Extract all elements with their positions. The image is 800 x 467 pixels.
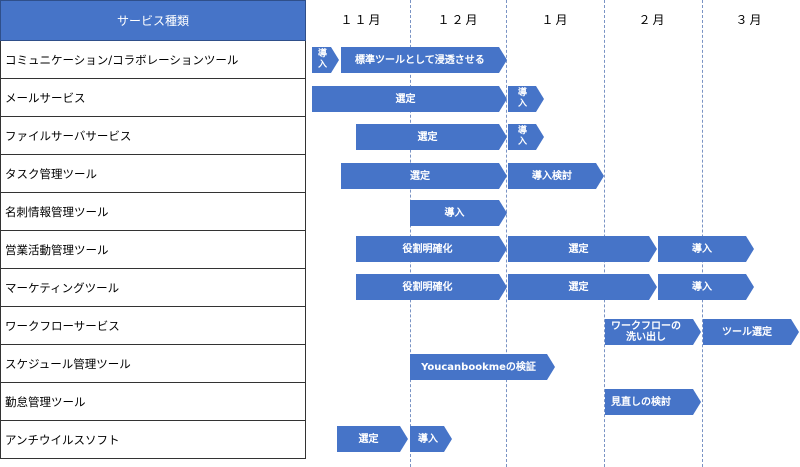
row-label: 営業活動管理ツール bbox=[0, 231, 306, 269]
task-bar: 選定 bbox=[508, 236, 657, 262]
task-bar: 導入 bbox=[410, 200, 507, 226]
task-bar: 導入 bbox=[410, 426, 452, 452]
task-bar: Youcanbookmeの検証 bbox=[410, 354, 555, 380]
task-bar: 選定 bbox=[312, 86, 507, 112]
month-jan: １月 bbox=[541, 13, 570, 27]
task-bar: 標準ツールとして浸透させる bbox=[341, 47, 507, 73]
header-title: サービス種類 bbox=[116, 14, 189, 28]
gridline bbox=[702, 0, 703, 467]
row-label: 名刺情報管理ツール bbox=[0, 193, 306, 231]
task-bar: 選定 bbox=[508, 274, 657, 300]
task-bar: 導入検討 bbox=[508, 163, 604, 189]
task-bar: 選定 bbox=[356, 124, 507, 150]
task-bar: 導 入 bbox=[508, 124, 544, 150]
task-bar: 役割明確化 bbox=[356, 274, 507, 300]
row-label: ファイルサーバサービス bbox=[0, 117, 306, 155]
header-cell: サービス種類 bbox=[0, 0, 306, 41]
row-label: タスク管理ツール bbox=[0, 155, 306, 193]
gridline bbox=[410, 0, 411, 467]
month-mar: ３月 bbox=[735, 13, 764, 27]
month-nov: １１月 bbox=[340, 13, 383, 27]
row-label: マーケティングツール bbox=[0, 269, 306, 307]
month-dec: １２月 bbox=[437, 13, 480, 27]
row-label: アンチウイルスソフト bbox=[0, 421, 306, 459]
gridline bbox=[506, 0, 507, 467]
month-feb: ２月 bbox=[638, 13, 667, 27]
row-label: スケジュール管理ツール bbox=[0, 345, 306, 383]
row-label: 勤怠管理ツール bbox=[0, 383, 306, 421]
task-bar: ツール選定 bbox=[703, 319, 799, 345]
task-bar: 選定 bbox=[341, 163, 507, 189]
row-label: コミュニケーション/コラボレーションツール bbox=[0, 41, 306, 79]
task-bar: 選定 bbox=[337, 426, 408, 452]
task-bar: 導入 bbox=[658, 236, 754, 262]
task-bar: ワークフローの 洗い出し bbox=[605, 319, 701, 345]
task-bar: 導 入 bbox=[312, 47, 339, 73]
task-bar: 導入 bbox=[658, 274, 754, 300]
task-bar: 見直しの検討 bbox=[605, 389, 701, 415]
task-bar: 導 入 bbox=[508, 86, 544, 112]
row-label: ワークフローサービス bbox=[0, 307, 306, 345]
row-label: メールサービス bbox=[0, 79, 306, 117]
gridline bbox=[604, 0, 605, 467]
task-bar: 役割明確化 bbox=[356, 236, 507, 262]
